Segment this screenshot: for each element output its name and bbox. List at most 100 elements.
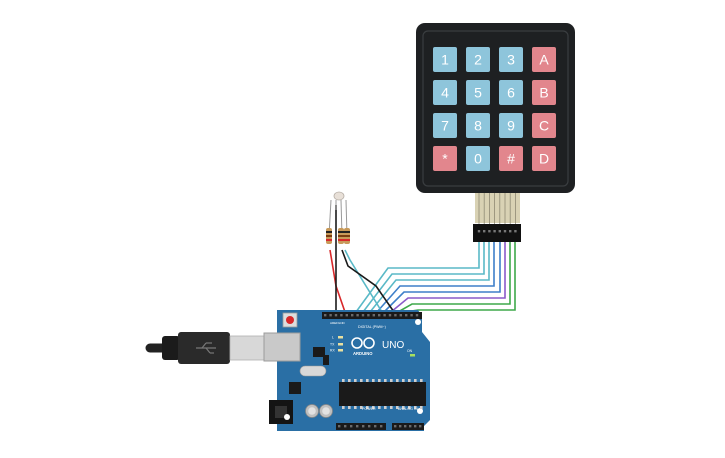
header-pin[interactable] [334, 314, 338, 317]
header-pin[interactable] [356, 425, 359, 428]
keypad-key-face[interactable] [532, 80, 556, 105]
keypad-key-face[interactable] [466, 80, 490, 105]
keypad-key-label: 0 [474, 151, 482, 167]
header-pin[interactable] [378, 314, 381, 317]
header-pin[interactable] [361, 314, 365, 317]
power-header[interactable] [336, 423, 386, 430]
keypad-key-face[interactable] [433, 80, 457, 105]
keypad-key[interactable]: A [532, 47, 556, 72]
header-pin[interactable] [405, 314, 408, 317]
keypad-key[interactable]: 3 [499, 47, 523, 72]
keypad-key-face[interactable] [499, 80, 523, 105]
wire-keypad-col1[interactable] [383, 242, 501, 313]
chip-pin [372, 406, 375, 409]
keypad-key-face[interactable] [499, 113, 523, 138]
keypad-key[interactable]: 8 [466, 113, 490, 138]
atmega-chip [339, 382, 426, 406]
chip-pin [348, 406, 351, 409]
resistor-1[interactable] [326, 228, 332, 244]
header-pin[interactable] [340, 314, 343, 317]
usb-cable[interactable] [145, 332, 265, 364]
wire-keypad-col3[interactable] [397, 242, 511, 313]
keypad-key[interactable]: 9 [499, 113, 523, 138]
wire-keypad-col4[interactable] [404, 242, 516, 313]
wire-keypad-row3[interactable] [369, 242, 490, 313]
header-pin[interactable] [394, 425, 397, 428]
digital-header[interactable] [322, 312, 422, 319]
keypad-key[interactable]: B [532, 80, 556, 105]
keypad-connector[interactable] [473, 224, 521, 242]
keypad-key-face[interactable] [499, 146, 523, 171]
header-pin[interactable] [415, 314, 419, 317]
header-pin[interactable] [329, 314, 332, 317]
header-pin[interactable] [410, 314, 413, 317]
usb-chip [313, 347, 325, 357]
analog-header[interactable] [392, 423, 424, 430]
wire-keypad-row1[interactable] [355, 242, 480, 313]
header-pin[interactable] [356, 314, 359, 317]
wire-led-red[interactable] [329, 249, 346, 313]
keypad-key-face[interactable] [433, 113, 457, 138]
header-pin[interactable] [372, 314, 375, 317]
keypad-key[interactable]: 4 [433, 80, 457, 105]
keypad-key-face[interactable] [532, 113, 556, 138]
header-pin[interactable] [338, 425, 341, 428]
keypad-key[interactable]: # [499, 146, 523, 171]
usb-jack[interactable] [263, 332, 301, 362]
header-pin[interactable] [419, 425, 422, 428]
header-pin[interactable] [368, 425, 371, 428]
header-pin[interactable] [344, 425, 347, 428]
keypad-wires[interactable] [355, 242, 516, 313]
led-wires[interactable] [329, 205, 395, 313]
connector-pin [509, 230, 512, 233]
header-pin[interactable] [374, 425, 377, 428]
keypad-key[interactable]: 7 [433, 113, 457, 138]
reset-button-cap[interactable] [286, 316, 294, 324]
arduino-uno[interactable]: DIGITAL (PWM~) AREF GND L TX RX ARDUINO … [263, 310, 430, 431]
wire-led-teal[interactable] [344, 249, 383, 313]
header-pin[interactable] [383, 314, 386, 317]
keypad-key[interactable]: 2 [466, 47, 490, 72]
keypad-key-face[interactable] [499, 47, 523, 72]
keypad-key[interactable]: 1 [433, 47, 457, 72]
resistor-3[interactable] [344, 228, 350, 244]
usb-plug-metal [229, 335, 265, 361]
header-pin[interactable] [345, 314, 348, 317]
wire-led-blue[interactable] [341, 249, 395, 313]
keypad-key-face[interactable] [466, 146, 490, 171]
keypad-key-face[interactable] [433, 47, 457, 72]
header-pin[interactable] [414, 425, 417, 428]
keypad-key[interactable]: C [532, 113, 556, 138]
wire-keypad-row4[interactable] [376, 242, 495, 313]
header-pin[interactable] [380, 425, 383, 428]
keypad-key-face[interactable] [433, 146, 457, 171]
header-pin[interactable] [362, 425, 365, 428]
keypad-key-face[interactable] [466, 47, 490, 72]
header-pin[interactable] [351, 314, 354, 317]
wire-keypad-col2[interactable] [390, 242, 506, 313]
header-pin[interactable] [388, 314, 392, 317]
keypad-key[interactable]: * [433, 146, 457, 171]
icsp-header[interactable] [323, 355, 329, 365]
header-pin[interactable] [350, 425, 353, 428]
keypad-key-face[interactable] [532, 47, 556, 72]
digital-label: DIGITAL (PWM~) [358, 325, 386, 329]
header-pin[interactable] [409, 425, 412, 428]
keypad-key-face[interactable] [466, 113, 490, 138]
header-pin[interactable] [399, 425, 402, 428]
keypad-key[interactable]: D [532, 146, 556, 171]
header-pin[interactable] [404, 425, 407, 428]
resistors[interactable] [326, 228, 350, 244]
header-pin[interactable] [399, 314, 402, 317]
header-pin[interactable] [367, 314, 370, 317]
header-pin[interactable] [324, 314, 327, 317]
keypad-key[interactable]: 5 [466, 80, 490, 105]
resistor-2[interactable] [338, 228, 344, 244]
keypad-key-face[interactable] [532, 146, 556, 171]
keypad-key[interactable]: 0 [466, 146, 490, 171]
wire-keypad-row2[interactable] [362, 242, 485, 313]
header-pin[interactable] [394, 314, 397, 317]
keypad-key[interactable]: 6 [499, 80, 523, 105]
